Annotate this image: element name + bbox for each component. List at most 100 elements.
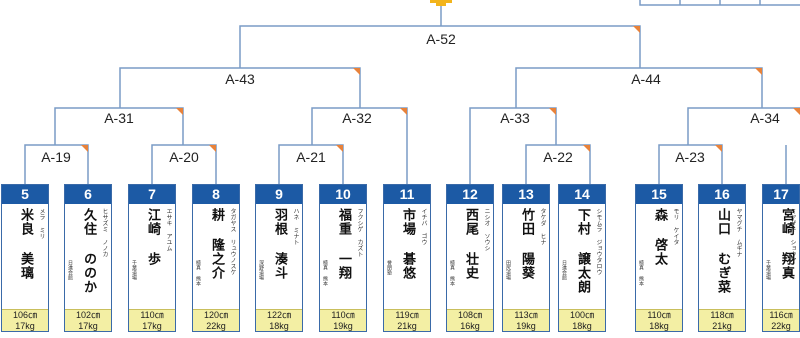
player-kana: イチバ ゴウ [420, 208, 427, 245]
player-weight: 22kg [206, 321, 226, 331]
player-name: 竹田 陽葵 [519, 208, 534, 280]
player-kana: メラ ミリ [38, 208, 45, 239]
flag-icon [715, 145, 722, 152]
flag-icon [353, 68, 360, 75]
player-height: 120㎝ [203, 310, 229, 320]
player-number: 17 [763, 185, 799, 204]
match-label-a34: A-34 [750, 110, 780, 126]
player-name: 耕 隆之介 [209, 208, 224, 280]
player-club: 極真 熊本 [195, 260, 201, 286]
player-kana: ヤマグチ ムギナ [735, 208, 742, 257]
flag-icon [633, 26, 640, 33]
player-height: 118㎝ [710, 310, 734, 320]
flag-icon [583, 145, 590, 152]
match-label-a32: A-32 [342, 110, 372, 126]
player-height: 108㎝ [457, 310, 483, 320]
player-height: 119㎝ [395, 310, 419, 320]
player-name: 下村 譲太朗 [575, 208, 590, 294]
player-weight: 16kg [460, 321, 480, 331]
player-kana: タガヤス リュウノスケ [229, 208, 236, 275]
player-number: 12 [447, 185, 493, 204]
player-club: 千葉道場 [765, 260, 771, 280]
player-number: 16 [699, 185, 745, 204]
flag-icon [755, 68, 762, 75]
player-club: 日進会館 [67, 260, 73, 280]
player-number: 15 [636, 185, 682, 204]
player-number: 8 [193, 185, 239, 204]
player-weight: 17kg [78, 321, 98, 331]
player-number: 7 [129, 185, 175, 204]
player-kana: ヒサズミ ノノカ [101, 208, 108, 257]
player-club: 誉朋塾 [386, 260, 392, 275]
player-club: 日進会館 [561, 260, 567, 280]
player-weight: 21kg [712, 321, 732, 331]
match-label-a43: A-43 [225, 71, 255, 87]
player-weight: 19kg [333, 321, 353, 331]
match-label-a23: A-23 [675, 149, 705, 165]
flag-icon [336, 145, 343, 152]
match-label-a31: A-31 [104, 110, 134, 126]
player-kana: シモムラ ジョウタロウ [595, 208, 602, 275]
player-club: 極真 熊本 [638, 260, 644, 286]
player-kana: モリ ケイタ [672, 208, 679, 245]
player-kana: ハネ ミナト [292, 208, 299, 245]
player-name: 米良 美璃 [18, 208, 33, 280]
player-weight: 17kg [142, 321, 162, 331]
player-name: 江崎 歩 [145, 208, 160, 266]
player-number: 9 [256, 185, 302, 204]
player-kana: タケダ ヒナ [539, 208, 546, 245]
player-kana: フクシゲ カズト [356, 208, 363, 257]
player-weight: 18kg [269, 321, 289, 331]
flag-icon [81, 145, 88, 152]
player-club: 深野道場 [258, 260, 264, 280]
player-weight: 18kg [572, 321, 592, 331]
match-label-a22: A-22 [543, 149, 573, 165]
player-number: 14 [559, 185, 605, 204]
player-club: 千葉道場 [131, 260, 137, 280]
player-name: 市場 碁悠 [400, 208, 415, 280]
player-kana: ニシオ ソウシ [483, 208, 490, 251]
player-height: 113㎝ [514, 310, 538, 320]
player-kana: ミヤザキ ショウマ [789, 208, 796, 263]
player-name: 福重 一翔 [336, 208, 351, 280]
match-label-a33: A-33 [500, 110, 530, 126]
player-club: 極真 熊本 [449, 260, 455, 286]
flag-icon [549, 108, 556, 115]
player-weight: 22kg [771, 321, 791, 331]
player-club: 極真 熊本 [322, 260, 328, 286]
flag-icon [400, 108, 407, 115]
player-number: 5 [2, 185, 48, 204]
flag-icon [176, 108, 183, 115]
flag-icon [209, 145, 216, 152]
player-height: 106㎝ [12, 310, 38, 320]
player-number: 11 [384, 185, 430, 204]
player-name: 森 啓太 [652, 208, 667, 266]
match-label-a21: A-21 [296, 149, 326, 165]
player-height: 116㎝ [769, 310, 793, 320]
player-weight: 19kg [516, 321, 536, 331]
player-number: 6 [65, 185, 111, 204]
match-label-a20: A-20 [169, 149, 199, 165]
player-weight: 17kg [15, 321, 35, 331]
player-name: 久住 ののか [81, 208, 96, 294]
player-number: 10 [320, 185, 366, 204]
match-label-a52: A-52 [426, 31, 456, 47]
player-height: 122㎝ [266, 310, 292, 320]
flag-icon [793, 108, 800, 115]
player-name: 西尾 壮史 [463, 208, 478, 280]
player-name: 宮崎 翔真 [779, 208, 794, 280]
